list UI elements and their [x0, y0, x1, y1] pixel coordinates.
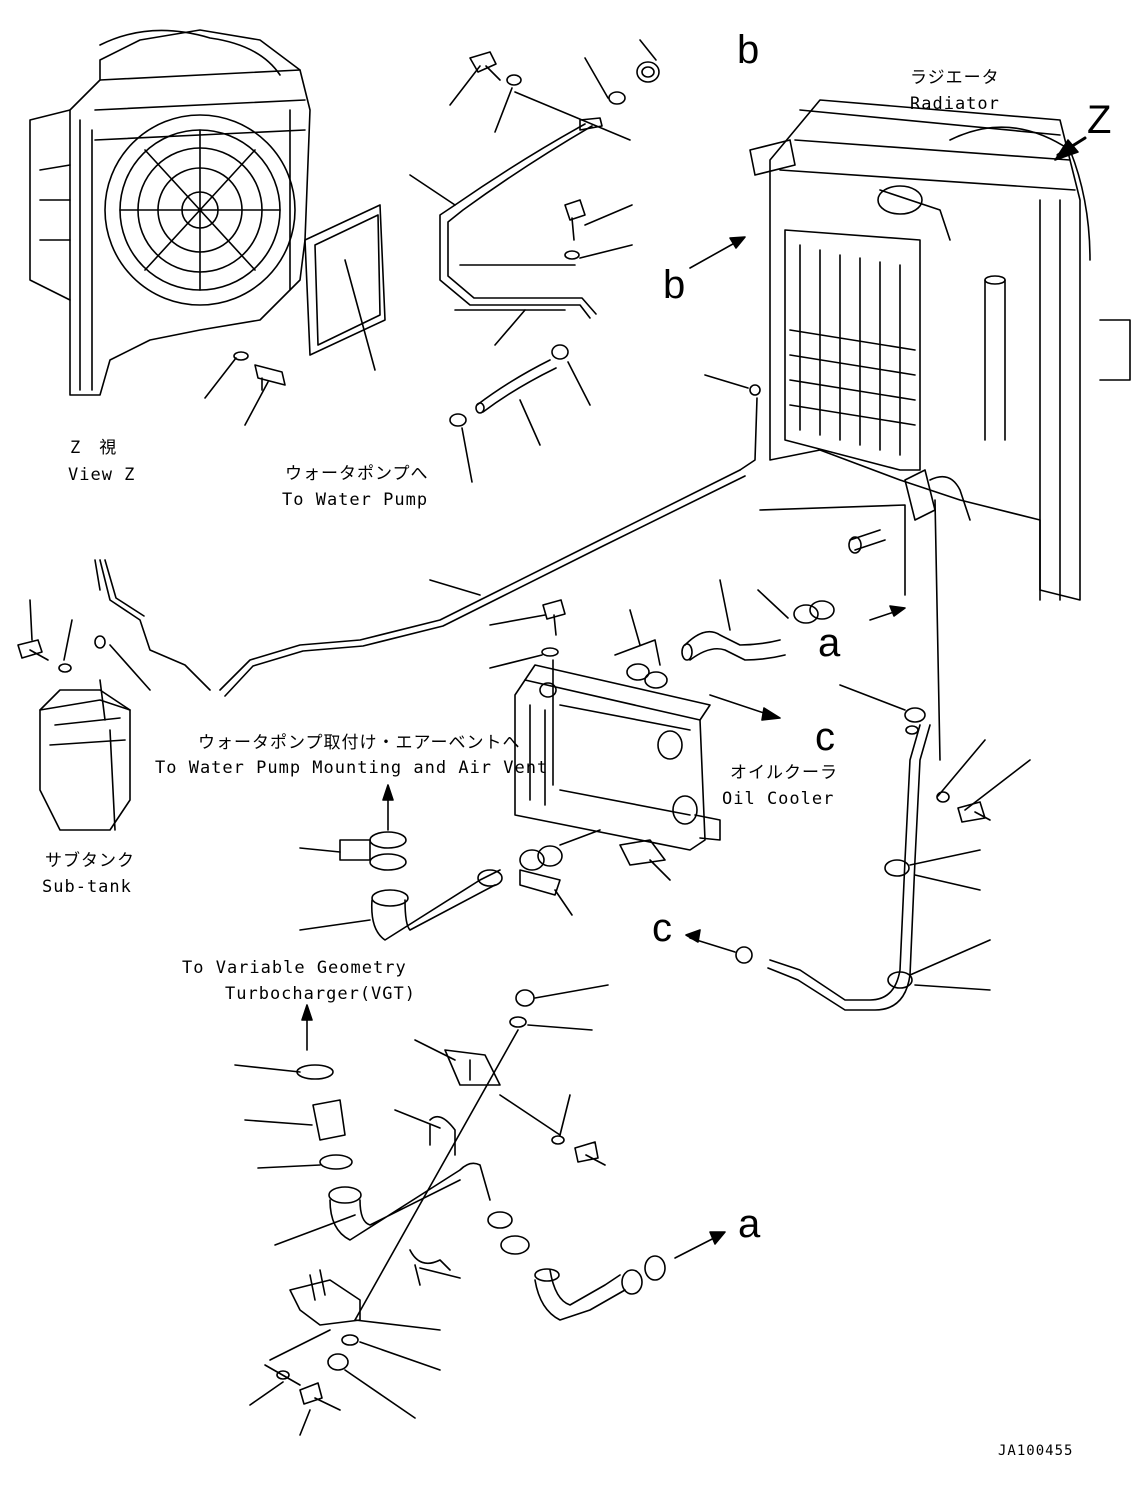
- oil-cooler-label-jp: オイルクーラ: [730, 763, 838, 783]
- ref-b-left: b: [663, 263, 686, 307]
- ref-b-top: b: [737, 28, 760, 72]
- radiator-assembly: [690, 100, 1130, 600]
- drawing-code: JA100455: [998, 1443, 1074, 1459]
- ref-a-bottom: a: [738, 1202, 761, 1246]
- right-vertical-pipe: [686, 500, 1030, 1010]
- radiator-label-en: Radiator: [910, 94, 1000, 114]
- middle-hose-set: [300, 785, 600, 940]
- upper-pipe-set: [410, 40, 659, 482]
- view-z-label-en: View Z: [68, 465, 136, 485]
- radiator-label-jp: ラジエータ: [910, 68, 1000, 88]
- ref-c-mid: c: [815, 715, 835, 759]
- view-mark-z: Z: [1087, 98, 1112, 142]
- mounting-air-vent-jp: ウォータポンプ取付け・エアーベントへ: [198, 733, 521, 753]
- vgt-label-line2: Turbocharger(VGT): [225, 984, 416, 1004]
- ref-c-right: c: [652, 906, 672, 950]
- to-water-pump-jp: ウォータポンプへ: [285, 464, 429, 484]
- oil-cooler: [490, 580, 905, 880]
- to-water-pump-en: To Water Pump: [282, 490, 429, 510]
- long-pipe-and-sub-tank: [18, 470, 745, 830]
- view-z-assembly: [30, 30, 385, 425]
- ref-a-mid: a: [818, 621, 841, 665]
- vgt-label-line1: To Variable Geometry: [182, 958, 407, 978]
- view-z-label-jp: Z 視: [70, 438, 118, 458]
- bottom-vgt-pipe-set: [235, 985, 725, 1435]
- mounting-air-vent-en: To Water Pump Mounting and Air Vent: [155, 758, 549, 778]
- sub-tank-label-en: Sub-tank: [42, 877, 132, 897]
- sub-tank-label-jp: サブタンク: [45, 851, 135, 871]
- oil-cooler-label-en: Oil Cooler: [722, 789, 835, 809]
